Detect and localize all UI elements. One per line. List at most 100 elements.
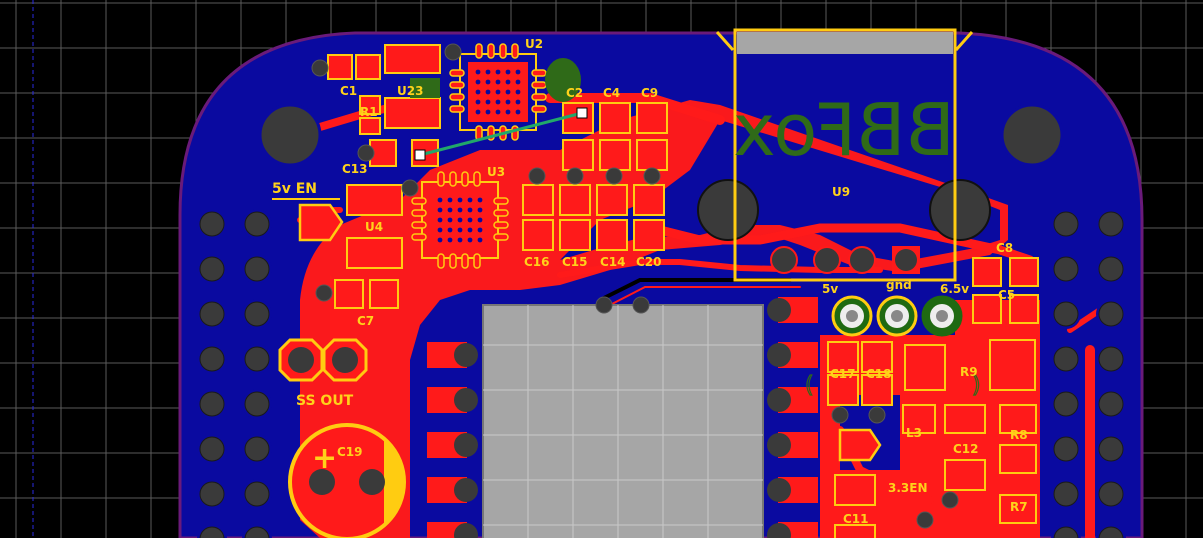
ic-pin (511, 125, 519, 141)
label-c20: C20 (636, 255, 662, 269)
module-pad-hole (767, 433, 791, 457)
ic-thermal-via (467, 237, 473, 243)
module-pad-hole (767, 523, 791, 538)
logo-text: BBFox (733, 88, 955, 172)
label-c14: C14 (600, 255, 626, 269)
svg-text:(: ( (805, 373, 814, 398)
label-6-5v: 6.5v (940, 282, 969, 296)
connector-u9: BBFox (715, 28, 974, 282)
label-u4: U4 (365, 220, 383, 234)
via (357, 144, 375, 162)
bottom-silk: ( ) (410, 58, 981, 399)
module-pads (427, 297, 818, 538)
label-plus: + (312, 441, 337, 476)
ic-thermal-via (457, 207, 463, 213)
header-pin (244, 256, 270, 282)
smd-pad (559, 219, 591, 251)
module-pad-hole (454, 478, 478, 502)
ic-pin (531, 81, 547, 89)
label-gnd: gnd (886, 278, 912, 292)
ic-pin (411, 209, 427, 217)
smd-pad (972, 294, 1002, 324)
label-c5: C5 (998, 288, 1015, 302)
ic-pin (493, 209, 509, 217)
header-pin-rows (197, 209, 1126, 538)
ic-pin (531, 69, 547, 77)
ic-outline (421, 181, 499, 259)
svg-text:): ) (972, 373, 981, 398)
ic-thermal-via (475, 69, 481, 75)
header-pin (1053, 301, 1079, 327)
solder-jumpers (298, 203, 882, 462)
via (444, 43, 462, 61)
label-u9: U9 (832, 185, 850, 199)
header-pin (199, 481, 225, 507)
smd-pad (369, 279, 399, 309)
ic-thermal-via (457, 217, 463, 223)
header-pin (199, 391, 225, 417)
ic-thermal-via (475, 89, 481, 95)
ic-thermal-via (447, 237, 453, 243)
header-pin (1053, 346, 1079, 372)
ic-thermal-via (475, 109, 481, 115)
ic-pin (449, 81, 465, 89)
label-l3: L3 (906, 426, 922, 440)
header-pin (1053, 436, 1079, 462)
capacitor-c19 (288, 423, 406, 538)
ic-thermal-via (437, 227, 443, 233)
via (632, 296, 650, 314)
smd-pad (834, 524, 876, 538)
module-pad-hole (767, 298, 791, 322)
ic-thermal-via (495, 99, 501, 105)
label-5v: 5v (822, 282, 838, 296)
header-pin (1053, 526, 1079, 538)
ic-thermal-via (485, 99, 491, 105)
header-pin (199, 211, 225, 237)
ic-thermal-via (437, 207, 443, 213)
smd-pad (633, 219, 665, 251)
header-pin (244, 481, 270, 507)
ic-thermal-via (467, 217, 473, 223)
label-c13: C13 (342, 162, 368, 176)
header-pin (199, 301, 225, 327)
ic-thermal-via (485, 79, 491, 85)
mounting-holes (258, 103, 1064, 241)
smd-pad (596, 184, 628, 216)
module-pad-hole (454, 388, 478, 412)
smd-pad (902, 404, 936, 434)
header-pin (199, 346, 225, 372)
ic-pin (473, 171, 481, 187)
ic-thermal-via (437, 197, 443, 203)
header-pin (1098, 436, 1124, 462)
via (605, 167, 623, 185)
ic-thermal-via (475, 99, 481, 105)
ic-thermal-via (505, 109, 511, 115)
smd-pad (1009, 294, 1039, 324)
ic-thermal-via (477, 237, 483, 243)
label-r8: R8 (1010, 428, 1028, 442)
label-c12: C12 (953, 442, 979, 456)
label-r1: R1 (360, 105, 378, 119)
ratsnest-line (414, 107, 588, 161)
label-c18: C18 (866, 367, 892, 381)
via (941, 491, 959, 509)
ic-thermal-via (477, 207, 483, 213)
header-pin (1053, 211, 1079, 237)
ic-pin (449, 171, 457, 187)
ic-thermal-via (505, 99, 511, 105)
ic-pin (475, 43, 483, 59)
smd-pad (599, 102, 631, 134)
ic-pin (531, 93, 547, 101)
header-pin (1098, 301, 1124, 327)
via (315, 284, 333, 302)
header-pin (244, 526, 270, 538)
via (401, 179, 419, 197)
header-pin (1098, 526, 1124, 538)
label-c15: C15 (562, 255, 588, 269)
header-pin (199, 436, 225, 462)
header-pin (244, 211, 270, 237)
module-pad-hole (767, 478, 791, 502)
ic-thermal-via (515, 89, 521, 95)
